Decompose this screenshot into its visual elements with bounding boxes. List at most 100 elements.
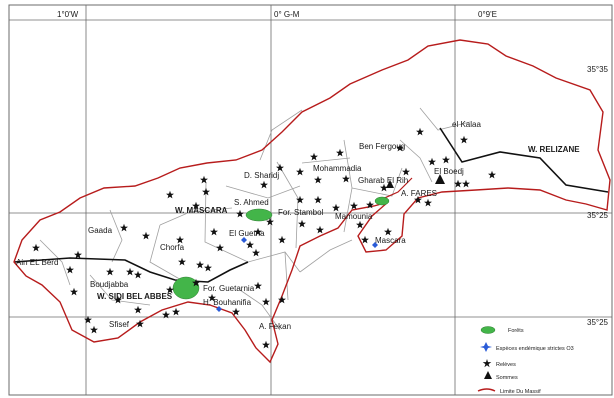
releve-star — [262, 340, 270, 349]
coord-top-east: 0°9'E — [478, 10, 497, 19]
summit-a-fares — [386, 180, 394, 188]
releve-star — [142, 231, 150, 240]
legend-forest-swatch — [480, 326, 496, 334]
releve-star — [336, 148, 344, 157]
releve-star — [192, 278, 200, 287]
releve-star — [276, 163, 284, 172]
place-ain-el-berd: Ain EL Berd — [16, 258, 58, 267]
releve-star — [380, 183, 388, 192]
place-a-fekan: A. Fekan — [259, 322, 291, 331]
wilaya-boundaries — [13, 127, 609, 283]
forests — [172, 196, 390, 300]
region-sidi-bel-abbes: W. SIDI BEL ABBES — [97, 292, 173, 301]
place-mamounia: Mamounia — [335, 212, 373, 221]
releve-star — [136, 319, 144, 328]
releve-star — [266, 217, 274, 226]
releve-star — [278, 235, 286, 244]
releve-markers — [32, 127, 496, 349]
coord-top-west: 1°0'W — [57, 10, 79, 19]
legend-summits-label: Sommes — [496, 375, 518, 381]
releve-star — [216, 243, 224, 252]
releve-star — [361, 235, 369, 244]
massif-boundary — [13, 39, 611, 364]
releve-star — [252, 248, 260, 257]
legend-forests-label: Forêts — [508, 328, 524, 334]
forest-guetarnia — [172, 276, 200, 300]
releve-star — [134, 305, 142, 314]
releve-star — [176, 235, 184, 244]
legend-endemic-label: Espèces endémique strictes O3 — [496, 346, 574, 352]
releve-star — [66, 265, 74, 274]
legend-limit-label: Limite Du Massif — [500, 389, 541, 395]
releve-star — [462, 179, 470, 188]
releve-star — [278, 295, 286, 304]
releve-star — [208, 293, 216, 302]
endemic-marker-mascara — [372, 242, 378, 248]
legend-limit-swatch — [477, 388, 496, 392]
place-for-stambol: For. Stambol — [278, 208, 324, 217]
releve-star — [196, 260, 204, 269]
summit-el-boedj — [435, 174, 445, 184]
releve-star — [424, 198, 432, 207]
endemic-marker-el-guetna — [241, 237, 247, 243]
releve-star — [232, 307, 240, 316]
releve-star — [296, 195, 304, 204]
coord-top-greenwich: 0° G-M — [274, 10, 300, 19]
place-mascara: Mascara — [375, 236, 406, 245]
releve-star — [134, 270, 142, 279]
releve-star — [166, 190, 174, 199]
releve-star — [332, 203, 340, 212]
releve-star — [202, 187, 210, 196]
releve-star — [192, 201, 200, 210]
releve-star — [314, 195, 322, 204]
place-chorfa: Chorfa — [160, 243, 185, 252]
releve-star — [162, 310, 170, 319]
summit-markers — [386, 174, 445, 188]
place-gaada: Gaada — [88, 226, 113, 235]
place-ben-fergoug: Ben Fergoug — [359, 142, 405, 151]
place-el-boedj: El Boedj — [434, 167, 464, 176]
releve-star — [32, 243, 40, 252]
releve-star — [254, 227, 262, 236]
releve-star — [84, 315, 92, 324]
releve-star — [70, 287, 78, 296]
place-mohammadia: Mohammadia — [313, 164, 362, 173]
releve-star — [114, 295, 122, 304]
legend-releve-swatch — [482, 359, 492, 368]
releve-star — [166, 285, 174, 294]
massif-boundary-east-inlet — [379, 177, 413, 201]
releve-star — [416, 127, 424, 136]
releve-star — [178, 257, 186, 266]
releve-star — [402, 167, 410, 176]
releve-star — [254, 281, 262, 290]
endemic-marker-bouhanifia — [216, 306, 222, 312]
map-frame — [8, 4, 613, 396]
releve-star — [260, 180, 268, 189]
releve-star — [442, 155, 450, 164]
forest-stambol — [245, 208, 273, 222]
releve-star — [126, 267, 134, 276]
releve-star — [74, 250, 82, 259]
legend-endemic-swatch — [480, 342, 492, 352]
region-mascara: W. MASCARA — [175, 206, 228, 215]
region-relizane: W. RELIZANE — [528, 145, 580, 154]
place-h-bouhanifia: H. Bouhanifia — [203, 298, 252, 307]
releve-star — [120, 223, 128, 232]
place-sfisef: Sfisef — [109, 320, 130, 329]
endemic-species-markers — [216, 237, 378, 312]
releve-star — [90, 325, 98, 334]
releve-star — [200, 175, 208, 184]
releve-star — [246, 240, 254, 249]
coord-right-middle: 35°25 — [587, 211, 609, 220]
releve-star — [384, 227, 392, 236]
releve-star — [172, 307, 180, 316]
releve-star — [204, 263, 212, 272]
releve-star — [366, 200, 374, 209]
commune-boundaries — [39, 107, 471, 331]
releve-star — [316, 225, 324, 234]
place-for-guetarnia: For. Guetarnia — [203, 284, 255, 293]
legend: Forêts Espèces endémique strictes O3 Rel… — [477, 326, 574, 395]
releve-star — [460, 135, 468, 144]
place-gharab-el-rih: Gharab El Rih — [358, 176, 408, 185]
